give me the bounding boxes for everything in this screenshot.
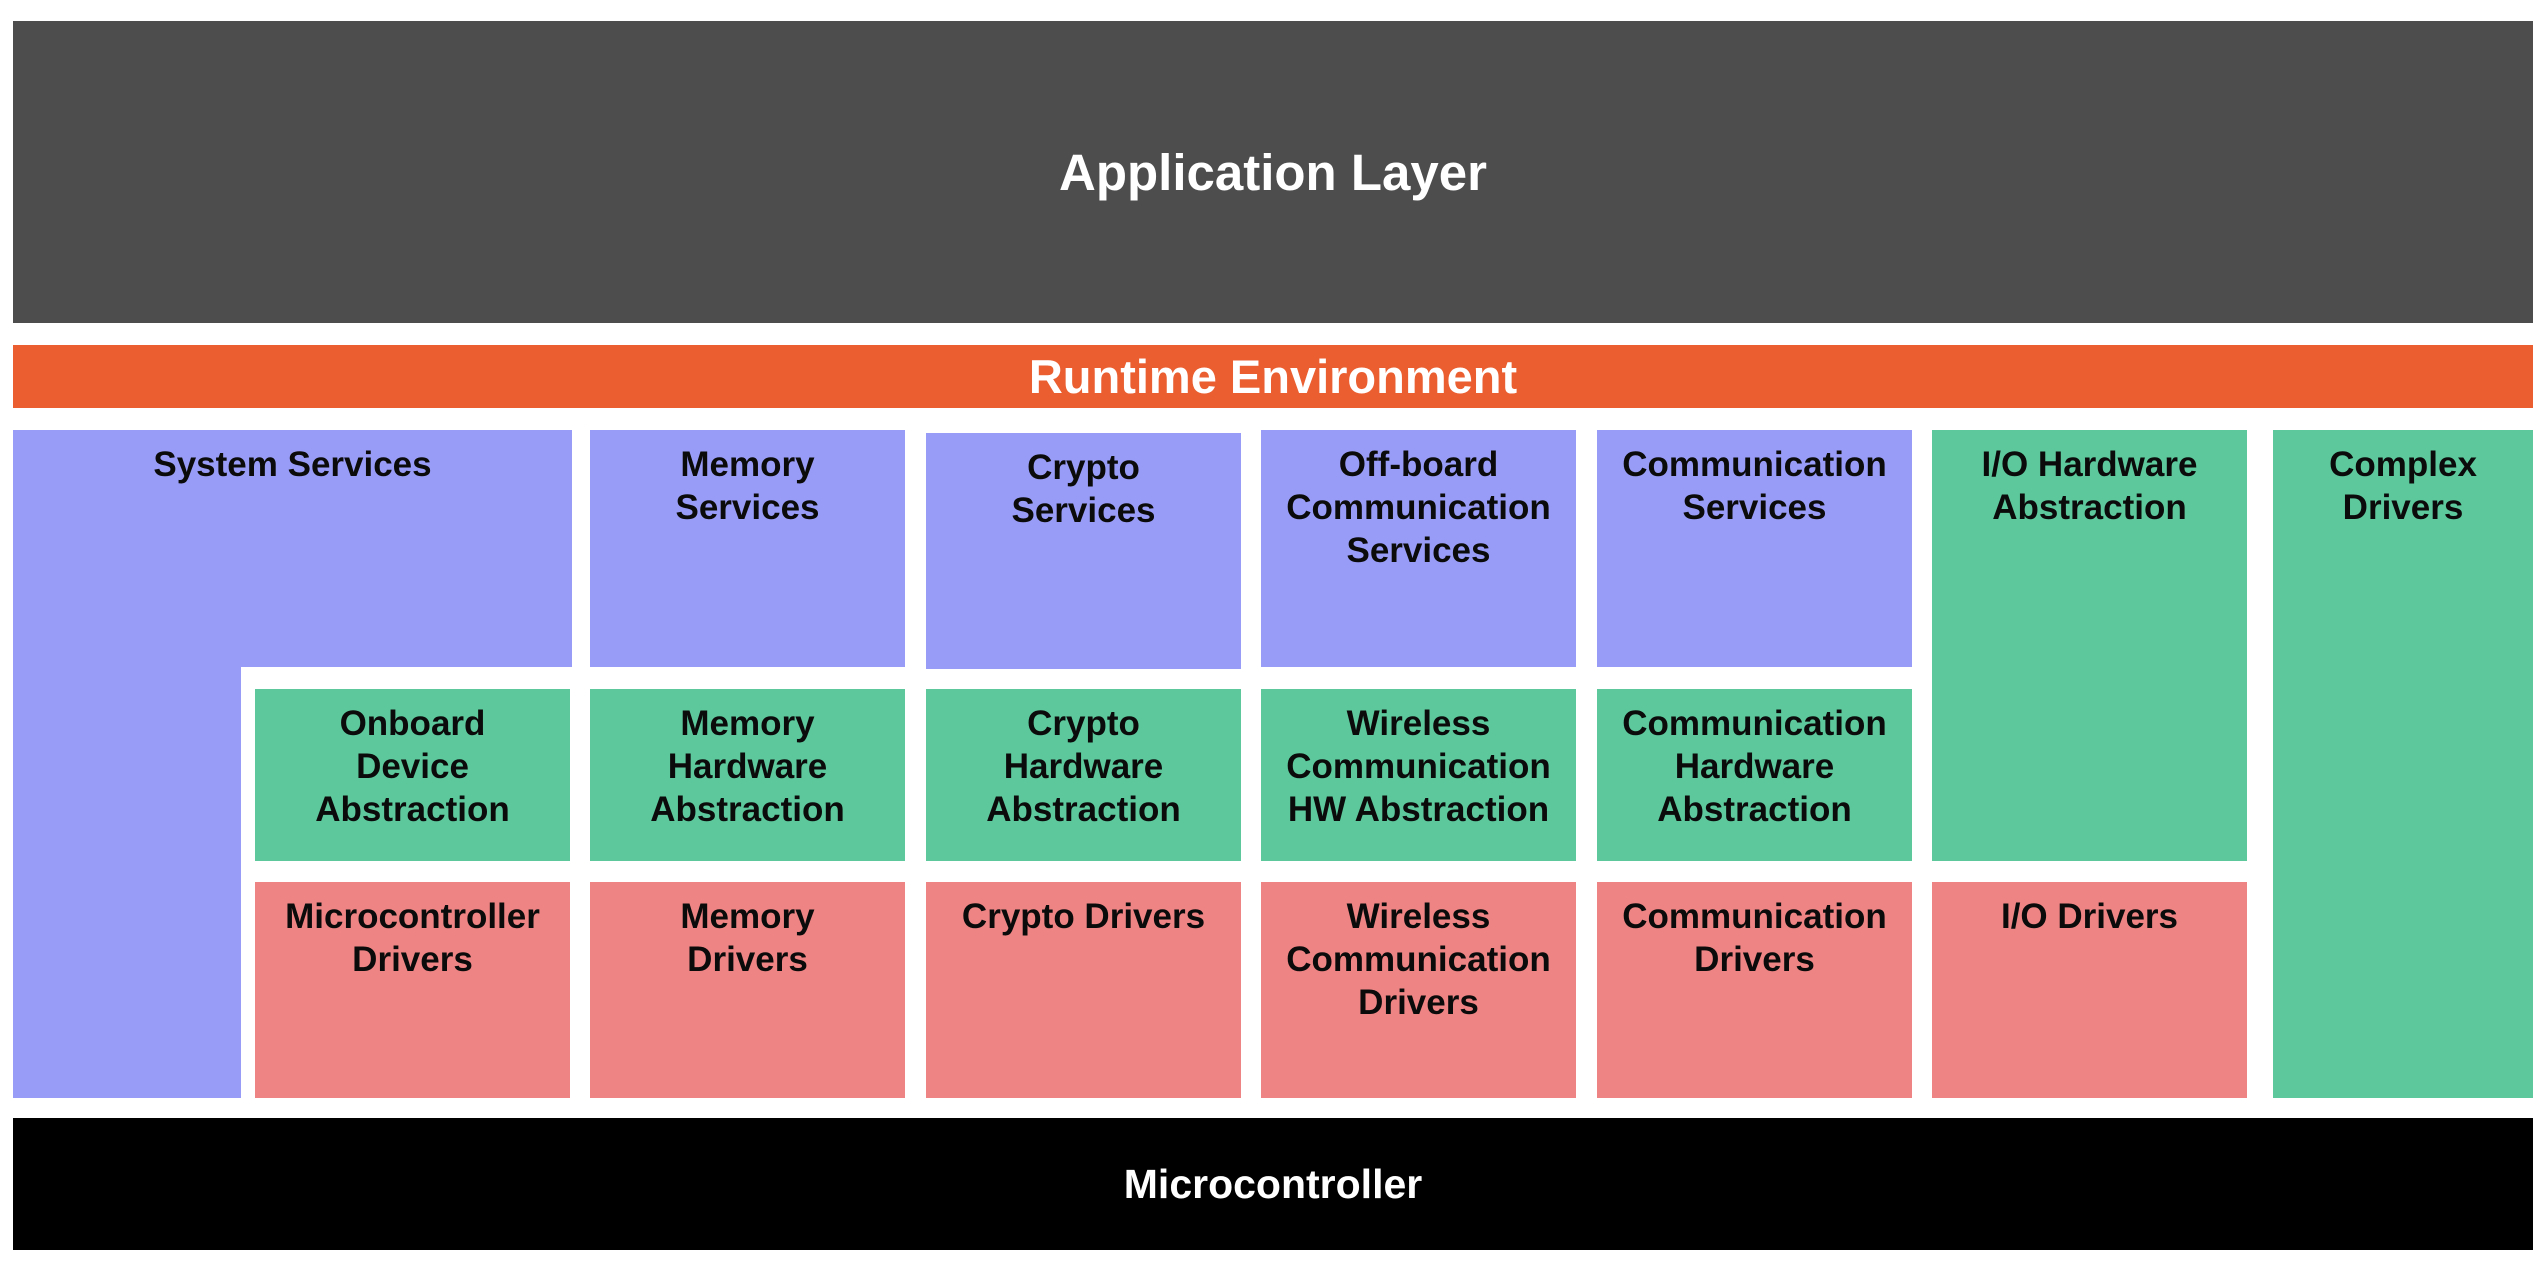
communication-drivers: Communication Drivers — [1597, 882, 1912, 1098]
communication-hardware-abstraction-label: Communication Hardware Abstraction — [1622, 704, 1887, 829]
microcontroller-drivers-label: Microcontroller Drivers — [285, 897, 540, 979]
system-services: System Services — [13, 430, 572, 490]
io-hardware-abstraction-label: I/O Hardware Abstraction — [1981, 445, 2198, 527]
wireless-communication-hw-abstraction-label: Wireless Communication HW Abstraction — [1286, 704, 1551, 829]
communication-services-label: Communication Services — [1622, 445, 1887, 527]
memory-hardware-abstraction-label: Memory Hardware Abstraction — [650, 704, 845, 829]
memory-drivers-label: Memory Drivers — [680, 897, 815, 979]
microcontroller-drivers: Microcontroller Drivers — [255, 882, 570, 1098]
offboard-communication-services: Off-board Communication Services — [1261, 430, 1576, 667]
crypto-hardware-abstraction-label: Crypto Hardware Abstraction — [986, 704, 1181, 829]
io-hardware-abstraction: I/O Hardware Abstraction — [1932, 430, 2247, 861]
microcontroller-layer: Microcontroller — [13, 1118, 2533, 1250]
onboard-device-abstraction: Onboard Device Abstraction — [255, 689, 570, 861]
memory-hardware-abstraction: Memory Hardware Abstraction — [590, 689, 905, 861]
wireless-communication-drivers: Wireless Communication Drivers — [1261, 882, 1576, 1098]
application-layer-label: Application Layer — [1059, 143, 1487, 201]
memory-drivers: Memory Drivers — [590, 882, 905, 1098]
io-drivers-label: I/O Drivers — [2000, 897, 2179, 936]
wireless-communication-hw-abstraction: Wireless Communication HW Abstraction — [1261, 689, 1576, 861]
crypto-hardware-abstraction: Crypto Hardware Abstraction — [926, 689, 1241, 861]
crypto-services: Crypto Services — [926, 433, 1241, 669]
crypto-drivers: Crypto Drivers — [926, 882, 1241, 1098]
complex-drivers: Complex Drivers — [2273, 430, 2533, 1098]
io-drivers: I/O Drivers — [1932, 882, 2247, 1098]
runtime-environment: Runtime Environment — [13, 345, 2533, 408]
crypto-drivers-label: Crypto Drivers — [961, 897, 1206, 936]
communication-services: Communication Services — [1597, 430, 1912, 667]
offboard-communication-services-label: Off-board Communication Services — [1286, 445, 1551, 570]
wireless-communication-drivers-label: Wireless Communication Drivers — [1286, 897, 1551, 1022]
memory-services-label: Memory Services — [675, 445, 820, 527]
complex-drivers-label: Complex Drivers — [2329, 445, 2477, 527]
crypto-services-label: Crypto Services — [1011, 448, 1156, 530]
communication-hardware-abstraction: Communication Hardware Abstraction — [1597, 689, 1912, 861]
microcontroller-layer-label: Microcontroller — [1123, 1160, 1423, 1207]
system-services-label: System Services — [153, 445, 432, 484]
onboard-device-abstraction-label: Onboard Device Abstraction — [315, 704, 510, 829]
runtime-environment-label: Runtime Environment — [1028, 350, 1518, 403]
memory-services: Memory Services — [590, 430, 905, 667]
communication-drivers-label: Communication Drivers — [1622, 897, 1887, 979]
application-layer: Application Layer — [13, 21, 2533, 323]
